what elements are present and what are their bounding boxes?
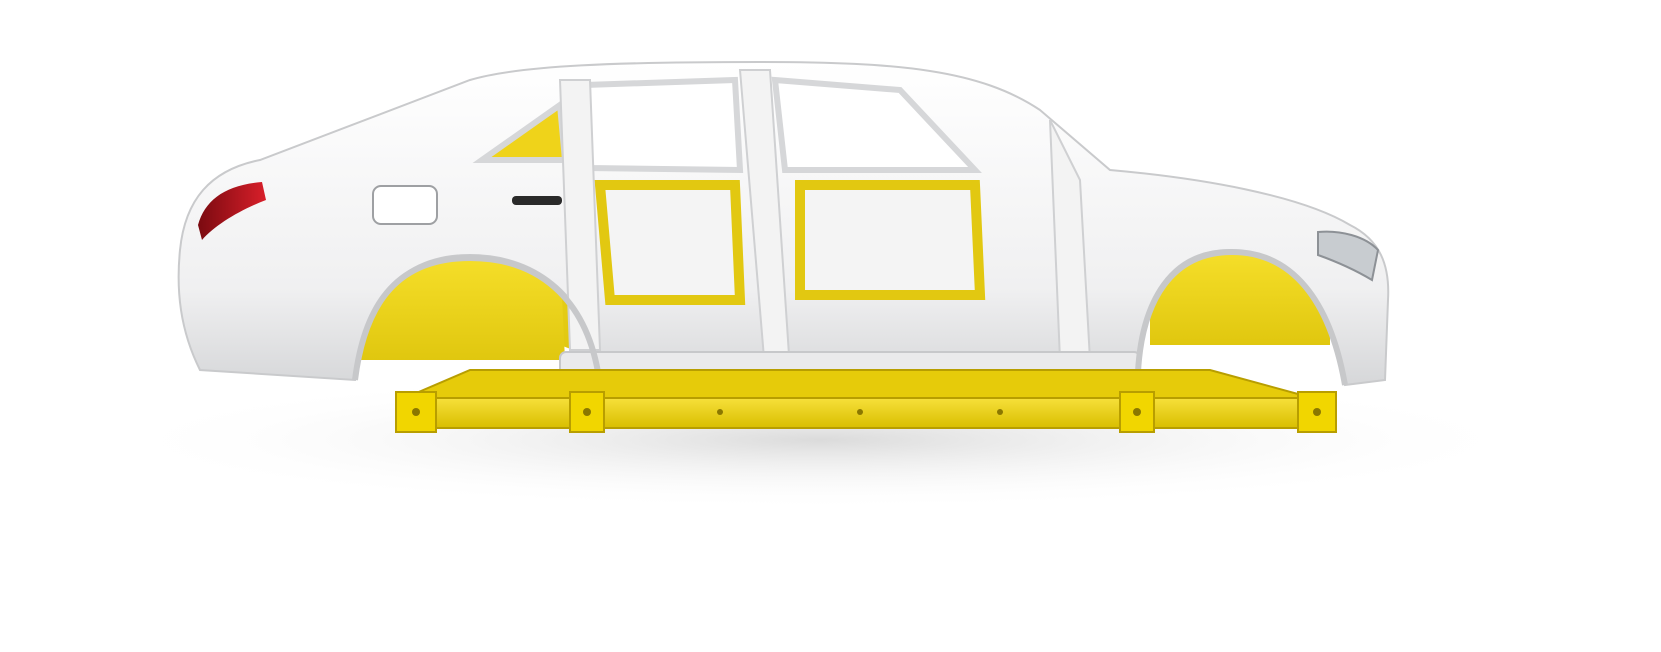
assembly-fixture (395, 369, 1337, 433)
rear-wheel-arch (352, 254, 601, 381)
front-wheel-arch (1135, 248, 1348, 386)
headlight (1317, 230, 1380, 282)
tail-light (198, 182, 266, 240)
door-handle (512, 196, 562, 205)
fuel-door (372, 185, 438, 225)
